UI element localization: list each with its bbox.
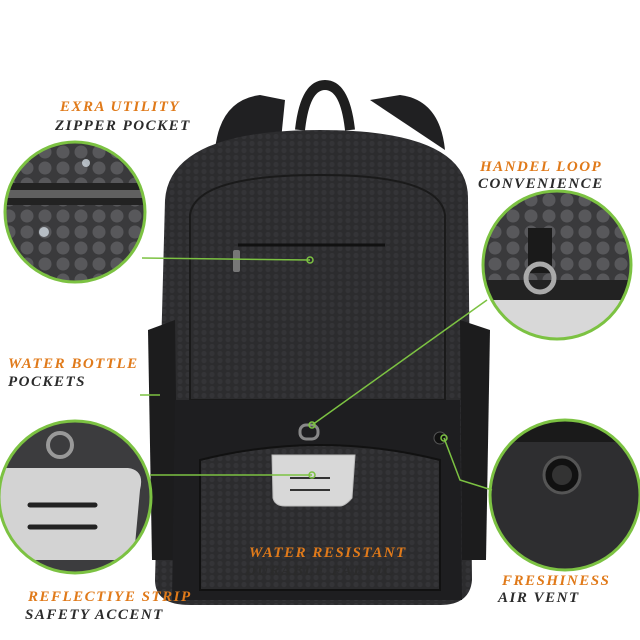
- side-pocket-left: [148, 320, 178, 560]
- reflective-strip-title: REFLECTIYE STRIP: [28, 589, 192, 605]
- reflective-strip-subtitle: SAFETY ACCENT: [25, 607, 164, 623]
- lower-pocket: [199, 444, 441, 591]
- detail-reflective-strip: [0, 419, 153, 575]
- water-resistant-title: WATER RESISTANT: [249, 545, 407, 561]
- zipper-pull: [233, 250, 240, 272]
- handle-strap: [295, 79, 355, 131]
- water-resistant-subtitle: DURABLE FABRIC: [245, 563, 396, 579]
- air-vent-title: FRESHINESS: [502, 573, 611, 589]
- detail-handle-loop: [481, 189, 633, 341]
- leader-lines: [140, 256, 493, 491]
- water-bottle-subtitle: POCKETS: [8, 374, 87, 390]
- side-pocket-right: [460, 320, 490, 560]
- detail-zipper-pocket: [3, 140, 147, 284]
- handle-loop-subtitle: CONVENIENCE: [478, 176, 604, 192]
- front-panel: [189, 173, 446, 401]
- water-bottle-title: WATER BOTTLE: [8, 356, 139, 372]
- shoulder-strap-right: [370, 95, 445, 150]
- air-vent-subtitle: AIR VENT: [498, 590, 580, 606]
- backpack: [148, 79, 490, 605]
- zipper-pocket-subtitle: ZIPPER POCKET: [55, 118, 191, 134]
- handle-loop-title: HANDEL LOOP: [480, 159, 603, 175]
- zipper-pocket-title: EXRA UTILITY: [60, 99, 181, 115]
- detail-air-vent: [488, 418, 640, 572]
- reflective-patch: [271, 454, 356, 507]
